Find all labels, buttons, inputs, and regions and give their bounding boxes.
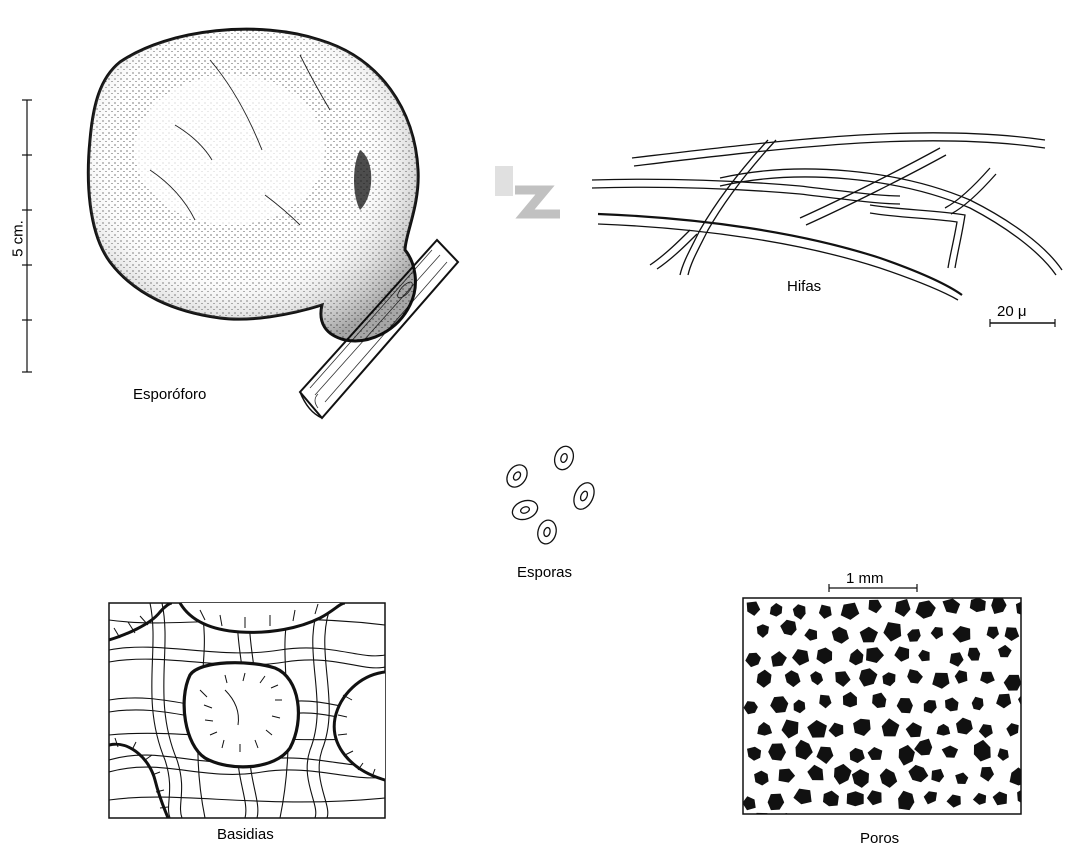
spore (535, 518, 559, 546)
hypha (680, 140, 776, 275)
hypha (720, 169, 1062, 275)
pore (1035, 767, 1051, 782)
sporophore-group (22, 29, 458, 418)
pore (752, 813, 770, 832)
spores-group (503, 444, 598, 546)
pore (1036, 676, 1050, 689)
pore (1031, 814, 1045, 829)
pore (1031, 626, 1043, 640)
sporophore-body (88, 29, 418, 341)
hypha (598, 214, 962, 300)
hyphae-label: Hifas (787, 278, 821, 295)
pore (932, 816, 947, 830)
pore (847, 791, 864, 806)
pores-label: Poros (860, 830, 899, 847)
spore (510, 497, 541, 523)
pore (911, 819, 924, 832)
sporophore-label: Esporóforo (133, 386, 206, 403)
blurred-artifact (495, 166, 560, 214)
pores-scale-label: 1 mm (846, 570, 884, 587)
hypha (945, 168, 996, 214)
pore (1022, 745, 1038, 763)
pore (1032, 718, 1050, 734)
basidia-group (109, 603, 385, 818)
spore (570, 480, 598, 513)
spore (551, 444, 576, 473)
hyphae-scale-label: 20 μ (997, 303, 1027, 320)
pore (778, 813, 797, 830)
spores-label: Esporas (517, 564, 572, 581)
pore (985, 817, 998, 833)
hypha (632, 133, 1045, 166)
spore (503, 461, 532, 491)
pores-group (742, 584, 1051, 834)
pore (830, 820, 845, 834)
sporophore-scale-label: 5 cm. (10, 217, 27, 261)
pore (1012, 820, 1026, 833)
pore (1026, 647, 1038, 659)
hypha (592, 179, 900, 204)
hyphae-group (592, 133, 1062, 327)
basidia-label: Basidias (217, 826, 274, 843)
pore (887, 816, 903, 829)
pore (956, 815, 970, 830)
pore (811, 814, 824, 827)
